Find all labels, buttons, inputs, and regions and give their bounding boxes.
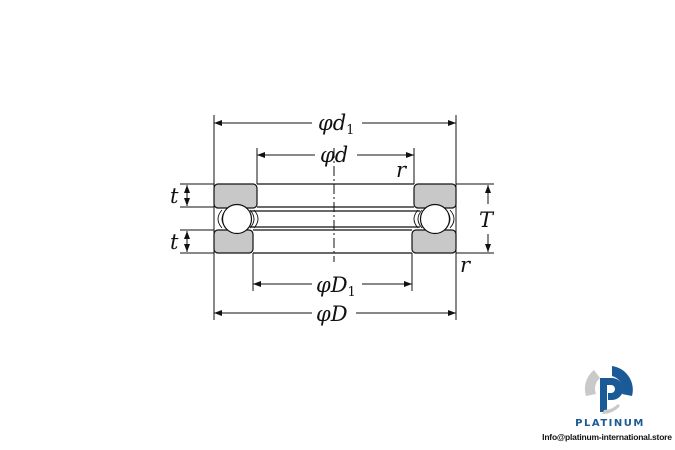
- brand-name: PLATINUM: [575, 418, 645, 429]
- ball-right: [419, 203, 451, 235]
- label-d: φd: [320, 143, 348, 167]
- contact-email: Info@platinum-international.store: [542, 432, 672, 442]
- label-t-bottom: t: [170, 230, 179, 254]
- label-d1: φd1: [318, 111, 354, 138]
- label-D1: φD1: [316, 273, 356, 300]
- label-T: T: [479, 208, 495, 232]
- label-t-top: t: [170, 184, 179, 208]
- label-D: φD: [316, 302, 348, 326]
- ball-left: [221, 203, 253, 235]
- platinum-logo-icon: [584, 366, 633, 415]
- label-r-bottom: r: [460, 253, 472, 277]
- label-r-top: r: [396, 158, 408, 182]
